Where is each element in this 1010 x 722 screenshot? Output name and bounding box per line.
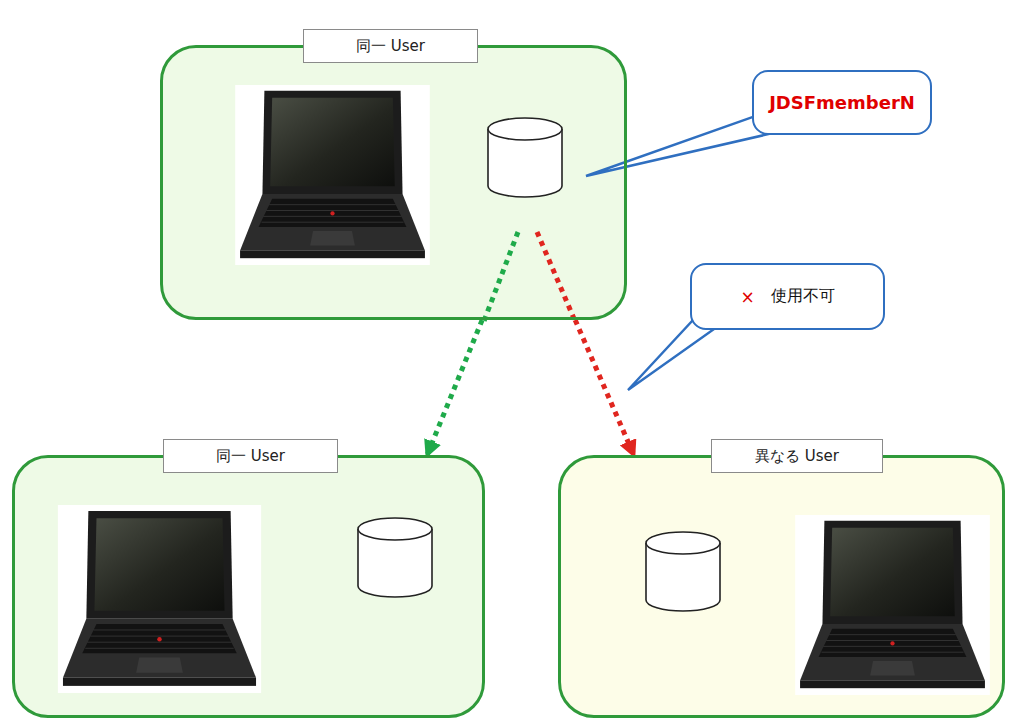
callout-note: 使用不可 [771, 286, 835, 307]
dotted-arrow [427, 320, 482, 455]
group-label: 異なる User [755, 447, 839, 466]
group-label: 同一 User [356, 37, 425, 56]
user-group: 同一 User [160, 45, 627, 320]
callout-bubble: JDSFmemberN [752, 70, 932, 135]
group-ground [161, 46, 626, 319]
dotted-lead [484, 232, 518, 321]
callout-bubble: × 使用不可 [690, 263, 885, 330]
callout-text: × [740, 287, 754, 307]
callout-text: JDSFmemberN [769, 92, 915, 113]
laptop-icon [58, 505, 261, 693]
database-cylinder [488, 118, 562, 197]
database-cylinder [646, 532, 720, 611]
laptop-icon [235, 85, 430, 265]
group-tab: 異なる User [711, 439, 883, 473]
database-cylinder [358, 518, 432, 597]
user-group: 異なる User [558, 455, 1005, 718]
dotted-lead [537, 232, 575, 321]
dotted-arrow [575, 320, 634, 455]
user-group: 同一 User [12, 455, 485, 718]
group-ground [13, 456, 484, 717]
laptop-icon [795, 515, 990, 695]
group-label: 同一 User [216, 447, 285, 466]
group-ground [559, 456, 1004, 717]
group-tab: 同一 User [303, 29, 478, 63]
group-tab: 同一 User [163, 439, 338, 473]
